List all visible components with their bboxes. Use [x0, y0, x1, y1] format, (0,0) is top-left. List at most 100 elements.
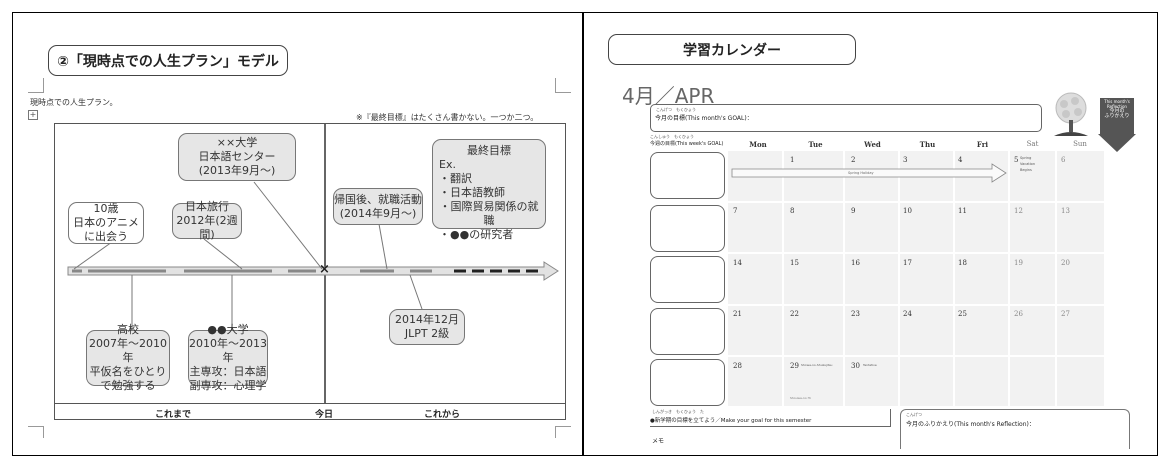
day-30-note: Tentative: [863, 363, 877, 367]
badge-text: This month's: [1104, 99, 1130, 104]
day-header-fri: Fri: [976, 140, 989, 149]
box-text: 平仮名をひとり: [89, 365, 167, 378]
week-goal-label: 今週の目標(This week's GOAL): [650, 141, 724, 147]
box-text: 2010年〜2013年: [189, 337, 267, 364]
grid-line: [728, 252, 1104, 254]
semester-goal-label: ●新学期の目標を立てよう／Make your goal for this sem…: [650, 418, 812, 424]
calendar-grid: [728, 151, 1104, 406]
day-number: 9: [851, 207, 856, 215]
day-header-sun: Sun: [1073, 140, 1087, 148]
day-number: 16: [851, 259, 860, 267]
day-number: 22: [790, 310, 799, 318]
week-goal-box-1[interactable]: [650, 152, 725, 199]
box-japan-trip: 日本旅行 2012年(2週間): [172, 200, 242, 241]
crop-mark: [43, 426, 44, 438]
label-past: これまで: [155, 410, 192, 420]
box-text: 帰国後、就職活動: [334, 192, 422, 206]
box-text: 主専攻：日本語: [189, 365, 267, 378]
badge-text: 今月の: [1109, 108, 1125, 114]
box-university: ●●大学 2010年〜2013年 主専攻：日本語 副専攻：心理学: [188, 323, 268, 392]
box-text: 日本旅行: [185, 200, 229, 213]
day-number: 4: [958, 156, 963, 164]
week-goal-box-4[interactable]: [650, 308, 725, 355]
monthly-goal-box: [650, 104, 1042, 132]
diagram-frame: [54, 123, 566, 420]
day-29-note: Showa-no-Shukujitsu: [801, 363, 833, 367]
box-text: 副専攻：心理学: [189, 379, 267, 392]
box-text: 日本のアニメ: [73, 216, 139, 229]
crop-mark: [555, 78, 556, 93]
monthly-reflection-box[interactable]: [900, 409, 1130, 449]
grid-line: [843, 151, 845, 406]
box-text: に出会う: [84, 230, 128, 243]
box-final-goal: 最終目標 Ex. ・翻訳 ・日本語教師 ・国際貿易関係の就職 ・●●の研究者: [432, 139, 546, 241]
anchor-icon[interactable]: +: [28, 110, 38, 120]
note-text: Begins: [1020, 168, 1032, 172]
day-header-wed: Wed: [864, 140, 881, 149]
box-text: 2012年(2週間): [176, 214, 238, 241]
grid-line: [728, 304, 1104, 306]
box-text: JLPT 2級: [404, 327, 450, 340]
day-number: 29: [790, 362, 799, 370]
crop-mark: [555, 426, 556, 438]
today-line: [324, 124, 326, 403]
spring-holiday-arrow: [731, 163, 1007, 183]
day-number: 23: [851, 310, 860, 318]
life-plan-title: ②「現時点での人生プラン」モデル: [48, 45, 288, 76]
memo-label: メモ: [652, 438, 665, 445]
week-goal-box-3[interactable]: [650, 256, 725, 303]
semester-ruby: しんがっき もくひょう た: [652, 409, 704, 414]
box-text: 10歳: [93, 202, 119, 215]
reflection-tree-icon: [1054, 92, 1088, 136]
grid-line: [782, 151, 784, 406]
box-text: (2013年9月〜): [198, 164, 276, 177]
box-age-10: 10歳 日本のアニメ に出会う: [68, 202, 144, 244]
monthly-goal-ruby: こんげつ もくひょう: [656, 107, 696, 112]
week-goal-box-2[interactable]: [650, 205, 725, 252]
day-number: 24: [903, 310, 912, 318]
day-number: 3: [903, 156, 908, 164]
day-number: 26: [1014, 310, 1023, 318]
day-number: 13: [1061, 207, 1070, 215]
monthly-goal-label: 今月の目標(This month's GOAL)：: [655, 115, 753, 122]
week-goal-box-5[interactable]: [650, 359, 725, 406]
day-number: 1: [790, 156, 795, 164]
day-number: 18: [958, 259, 967, 267]
box-text: ●●大学: [207, 323, 249, 336]
day-number: 17: [903, 259, 912, 267]
plan-subtitle: 現時点での人生プラン。: [30, 98, 118, 107]
grid-line: [728, 355, 1104, 357]
crop-mark: [28, 426, 44, 427]
semester-goal-rule: [650, 426, 890, 427]
grid-line: [1008, 151, 1010, 406]
day-number: 5: [1014, 156, 1019, 164]
day-number: 27: [1061, 310, 1070, 318]
final-goal-note: ※『最終目標』はたくさん書かない。一つか二つ。: [356, 113, 539, 122]
box-univ-center: ××大学 日本語センター (2013年9月〜): [178, 133, 296, 181]
day-number: 14: [733, 259, 742, 267]
final-goal-item: ・●●の研究者: [439, 228, 514, 241]
day-number: 10: [903, 207, 912, 215]
spring-holiday-label: Spring Holiday: [848, 171, 874, 175]
day-header-mon: Mon: [749, 140, 767, 149]
day-number: 8: [790, 207, 795, 215]
grid-line: [1055, 151, 1057, 406]
showa-day-note: Shouwa-no Hi: [790, 396, 811, 400]
day-header-sat: Sat: [1026, 140, 1039, 148]
day-number: 25: [958, 310, 967, 318]
reflection-ruby: こんげつ: [906, 412, 922, 417]
day-number: 6: [1061, 156, 1066, 164]
day-number: 11: [958, 207, 967, 215]
diagram-bottom-rule: [54, 403, 566, 404]
box-text: 2014年12月: [395, 313, 459, 326]
box-text: (2014年9月〜): [339, 206, 417, 220]
box-text: で勉強する: [100, 379, 156, 392]
note-text: Vacation: [1020, 162, 1036, 166]
semester-goal-divider: [890, 409, 891, 427]
day-number: 7: [733, 207, 738, 215]
reflection-arrow-badge: [1098, 98, 1136, 152]
box-text: 2007年〜2010年: [89, 337, 167, 364]
monthly-reflection-label: 今月のふりかえり(This month's Reflection)：: [906, 421, 1035, 428]
box-jlpt: 2014年12月 JLPT 2級: [389, 309, 465, 345]
today-cross-mark: ×: [319, 262, 330, 277]
